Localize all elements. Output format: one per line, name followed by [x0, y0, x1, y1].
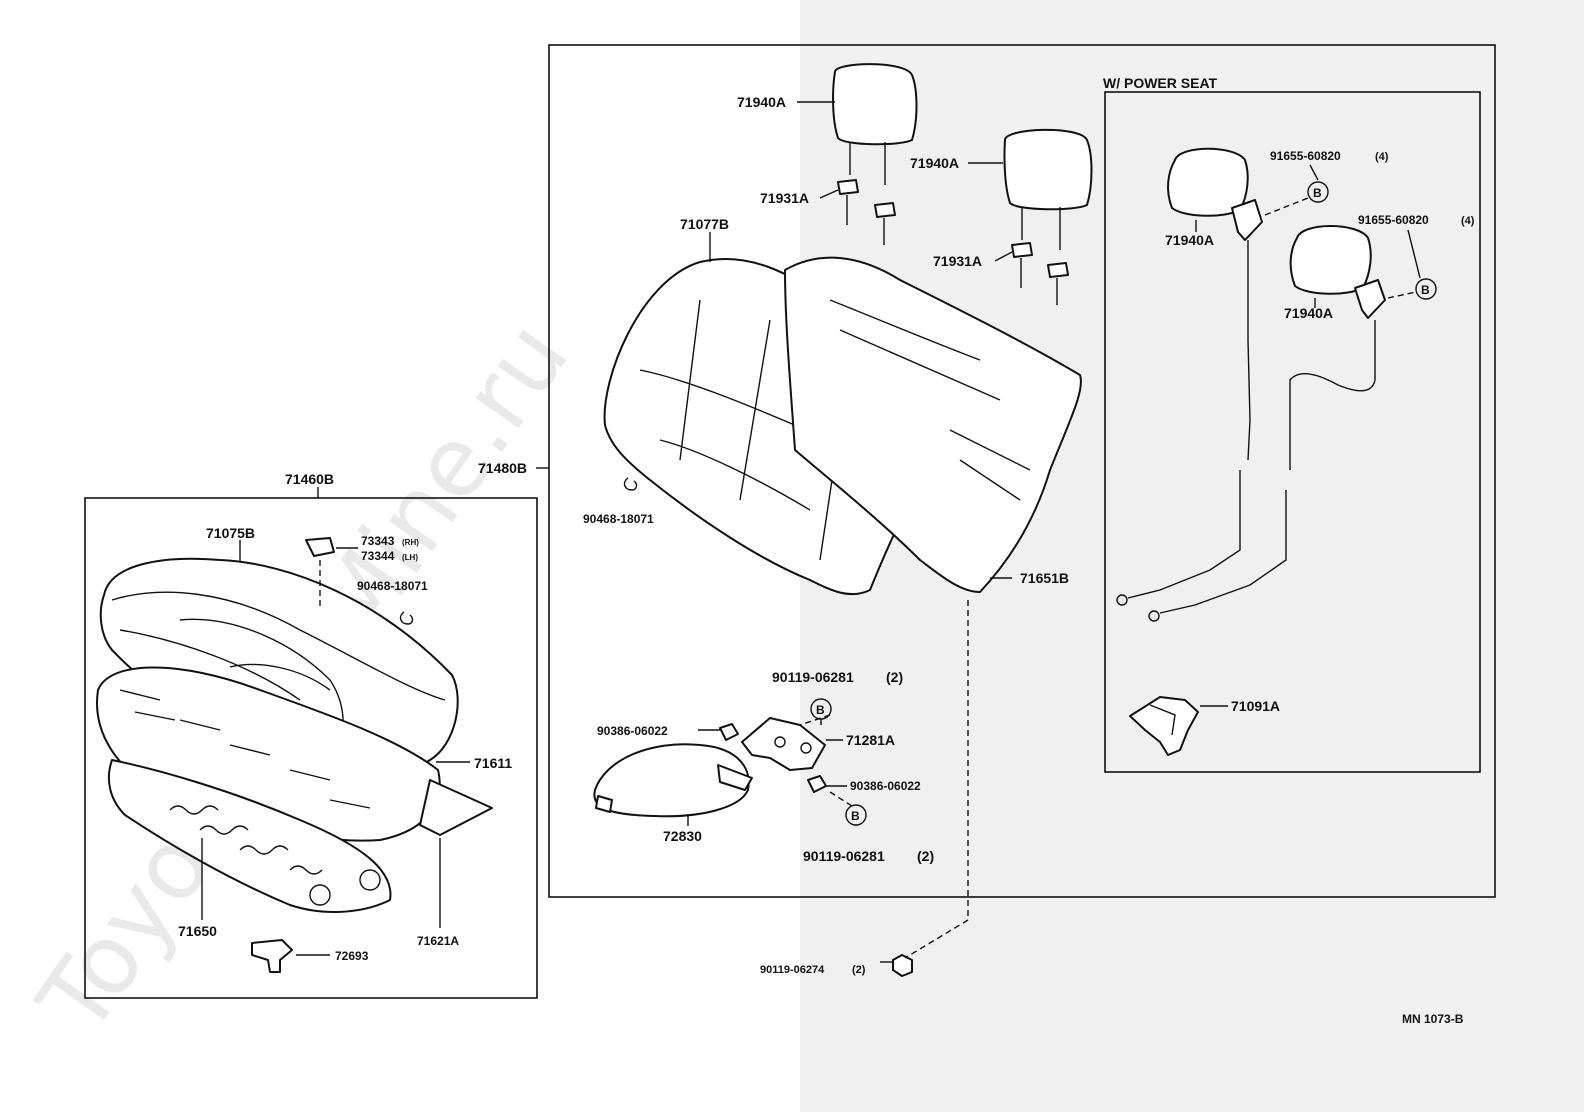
clip-73343 — [305, 537, 335, 557]
label-71281A: 71281A — [846, 732, 895, 748]
nut-right — [807, 775, 827, 793]
power-seat-group: W/ POWER SEAT B B — [1103, 75, 1481, 773]
label-72693: 72693 — [335, 949, 369, 963]
label-90386-06022-left: 90386-06022 — [597, 724, 668, 738]
label-73344-lh: (LH) — [402, 553, 418, 562]
label-71075B: 71075B — [206, 525, 255, 541]
label-72830: 72830 — [663, 828, 702, 844]
label-90119-06281-top: 90119-06281 — [772, 669, 854, 685]
armrest-72830 — [593, 743, 753, 818]
label-90119-06281-bottom: 90119-06281 — [803, 848, 885, 864]
label-power-71940A-right: 71940A — [1284, 305, 1333, 321]
label-91655-60820-right-qty: (4) — [1461, 215, 1475, 227]
label-71077B: 71077B — [680, 216, 729, 232]
seat-cushion-frame — [84, 497, 538, 999]
power-seat-title: W/ POWER SEAT — [1103, 75, 1218, 91]
power-seat-frame — [1104, 91, 1481, 773]
seatback-board — [784, 256, 1082, 593]
label-71091A: 71091A — [1231, 698, 1280, 714]
label-71611: 71611 — [474, 755, 512, 771]
hog-ring-seatback-icon — [623, 477, 638, 491]
label-90386-06022-right: 90386-06022 — [850, 779, 921, 793]
seatback-group: 71480B — [478, 44, 1496, 977]
label-91655-60820-left: 91655-60820 — [1270, 149, 1341, 163]
power-headrest-right — [1159, 225, 1386, 614]
support-right — [1011, 242, 1069, 305]
headrest-left — [832, 63, 918, 185]
label-90468-18071-seatback: 90468-18071 — [583, 512, 654, 526]
seat-cushion-group: 71460B — [84, 471, 538, 999]
label-91655-60820-right: 91655-60820 — [1358, 213, 1429, 227]
nut-left — [719, 723, 739, 741]
label-71931A-left: 71931A — [760, 190, 809, 206]
label-91655-60820-left-qty: (4) — [1375, 151, 1389, 163]
cable-end-right — [1148, 610, 1160, 622]
bolt-lower — [892, 954, 913, 977]
motor-bracket-71091A — [1129, 696, 1199, 756]
label-73343: 73343 — [361, 534, 395, 548]
label-90119-06281-top-qty: (2) — [886, 669, 903, 685]
cushion-spring-frame — [107, 759, 392, 913]
cushion-lower-pad — [419, 779, 493, 836]
marker-b-bottom: B — [851, 809, 860, 823]
label-71931A-right: 71931A — [933, 253, 982, 269]
label-71460B: 71460B — [285, 471, 334, 487]
power-headrest-left — [1127, 147, 1263, 599]
hog-ring-icon — [399, 611, 414, 625]
seatback-frame — [548, 44, 1496, 898]
label-71650: 71650 — [178, 923, 217, 939]
label-90119-06281-bottom-qty: (2) — [917, 848, 934, 864]
label-71940A-left: 71940A — [737, 94, 786, 110]
label-90468-18071-cushion: 90468-18071 — [357, 579, 428, 593]
label-71621A: 71621A — [417, 934, 459, 948]
label-71651B: 71651B — [1020, 570, 1069, 586]
label-90119-06274: 90119-06274 — [760, 964, 825, 976]
label-90119-06274-qty: (2) — [852, 964, 866, 976]
footer-code: MN 1073-B — [1402, 1012, 1464, 1026]
label-71940A-right: 71940A — [910, 155, 959, 171]
support-left — [837, 179, 896, 245]
cable-end-left — [1116, 594, 1128, 606]
label-power-71940A-left: 71940A — [1165, 232, 1214, 248]
hinge-71281A — [741, 717, 826, 771]
label-73343-rh: (RH) — [402, 538, 419, 547]
power-marker-b-right: B — [1421, 283, 1430, 297]
headrest-right — [1003, 128, 1093, 250]
hook-72693 — [251, 939, 293, 973]
label-73344: 73344 — [361, 549, 395, 563]
marker-b-top: B — [816, 703, 825, 717]
power-marker-b-left: B — [1313, 186, 1322, 200]
label-71480B: 71480B — [478, 460, 527, 476]
